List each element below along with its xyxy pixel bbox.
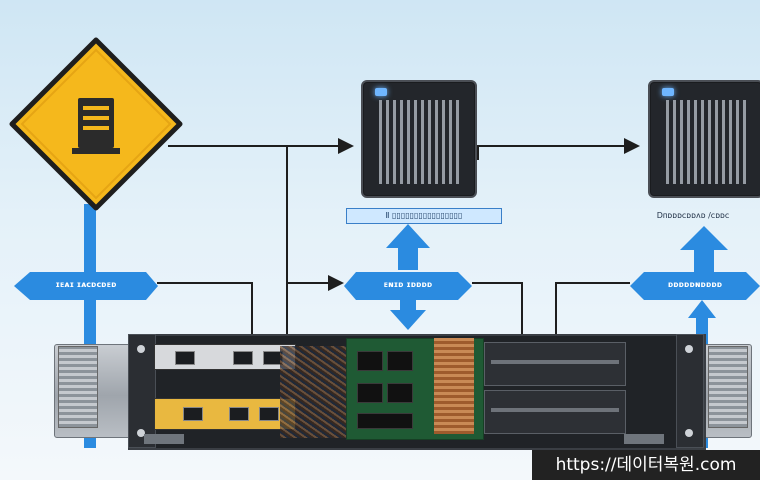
warning-diamond-icon — [9, 37, 183, 211]
middle-arrow-label: ᴇɴɪᴅ ɪᴅᴅᴅᴅ — [383, 280, 433, 289]
rack-foot — [624, 434, 664, 444]
expansion-card-top — [154, 344, 296, 370]
port-icon — [233, 351, 253, 365]
rack-ear-left — [128, 334, 156, 448]
port-icon — [229, 407, 249, 421]
line-left-label-to-rack — [157, 282, 253, 336]
server-glyph-icon — [72, 98, 120, 154]
heatsink — [434, 338, 474, 434]
cable-bundle — [280, 346, 352, 438]
arrow-down-middle — [390, 300, 426, 330]
side-vent-left — [58, 346, 98, 428]
arrow-up-right-top — [680, 226, 728, 272]
rack-ear-right — [676, 334, 704, 448]
status-led-icon — [662, 88, 674, 96]
rack-server-chassis — [54, 334, 752, 450]
line-label-to-rack — [472, 282, 523, 336]
port-icon — [175, 351, 195, 365]
expansion-card-gold — [154, 398, 296, 430]
server-vents — [379, 100, 461, 184]
chip-icon — [387, 383, 413, 403]
server-b-label: Dᴨᴅᴅᴅᴄᴅᴅᴧᴅ /ᴄᴅᴅᴄ — [656, 211, 730, 220]
drive-bay-1 — [484, 342, 626, 386]
server-vents — [666, 100, 748, 184]
arrow-label-middle-shape — [344, 272, 472, 300]
port-icon — [183, 407, 203, 421]
side-vent-right — [708, 346, 748, 428]
server-icon — [648, 80, 760, 198]
server-a-label: Ⅱ ▯▯▯▯▯▯▯▯▯▯▯▯▯▯▯▯ — [346, 208, 502, 224]
server-icon — [361, 80, 477, 198]
chip-icon — [357, 413, 413, 429]
arrow-up-middle — [386, 224, 430, 270]
chip-icon — [387, 351, 413, 371]
drive-bay-2 — [484, 390, 626, 434]
chip-icon — [357, 351, 383, 371]
line-rack-to-right — [555, 282, 630, 336]
port-icon — [259, 407, 279, 421]
left-arrow-label: ɪᴇᴀɪ ɪᴀᴄᴅᴄᴅᴇᴅ — [55, 280, 117, 289]
right-arrow-label: ᴅᴅᴅᴅᴅɴᴅᴅᴅᴅ — [667, 280, 723, 289]
line-server-a-to-server-b — [477, 138, 640, 160]
rack-foot — [144, 434, 184, 444]
arrow-label-right-shape — [630, 272, 760, 300]
watermark-url: https://데이터복원.com — [532, 450, 760, 480]
status-led-icon — [375, 88, 387, 96]
chip-icon — [357, 383, 383, 403]
arrow-label-left-shape — [14, 272, 158, 300]
